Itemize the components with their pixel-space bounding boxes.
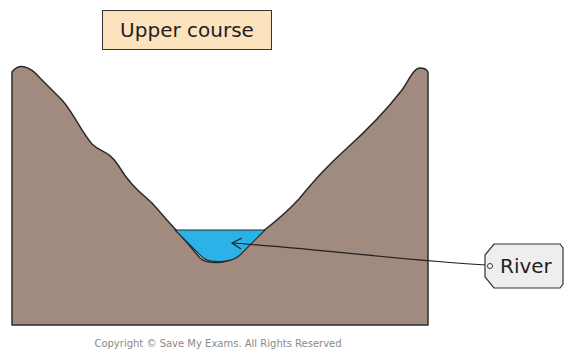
tag-hole bbox=[488, 264, 493, 269]
tag-label: River bbox=[484, 254, 552, 278]
label-tag: River bbox=[484, 243, 564, 289]
river-water bbox=[175, 230, 265, 262]
title-text: Upper course bbox=[120, 18, 254, 42]
copyright-note: Copyright © Save My Exams. All Rights Re… bbox=[94, 338, 341, 349]
tag-shape bbox=[485, 244, 563, 288]
leader-line bbox=[232, 238, 488, 265]
title-box: Upper course bbox=[102, 10, 272, 50]
v-shaped-valley bbox=[12, 67, 428, 325]
